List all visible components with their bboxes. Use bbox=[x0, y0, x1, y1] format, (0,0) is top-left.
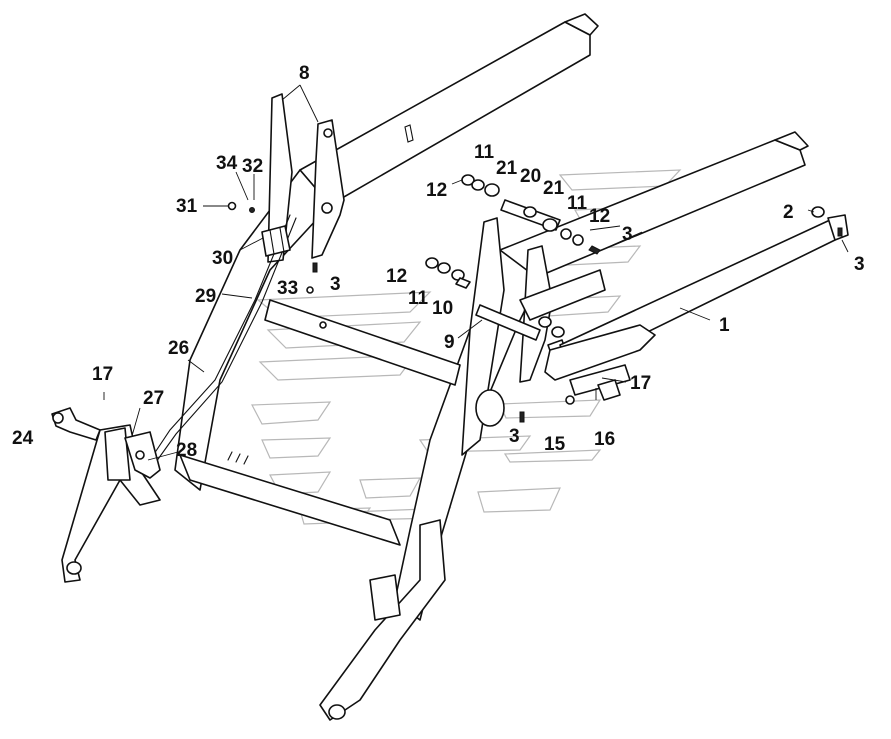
callout-10: 10 bbox=[432, 298, 453, 319]
callout-30: 30 bbox=[212, 248, 233, 269]
callout-32: 32 bbox=[242, 156, 263, 177]
small-hardware bbox=[227, 201, 843, 423]
callout-17-left: 17 bbox=[92, 364, 113, 385]
callout-11-top: 11 bbox=[474, 142, 495, 163]
callout-29: 29 bbox=[195, 286, 216, 307]
callout-11-right: 11 bbox=[567, 193, 588, 214]
hydraulic-line bbox=[149, 214, 297, 463]
callout-12-top: 12 bbox=[426, 180, 447, 201]
callout-15: 15 bbox=[544, 434, 566, 455]
callout-24: 24 bbox=[12, 428, 34, 449]
callout-27: 27 bbox=[143, 388, 164, 409]
callout-17-right: 17 bbox=[630, 373, 651, 394]
callout-labels: 8 34 32 31 30 33 3 29 26 17 27 24 28 11 … bbox=[12, 63, 865, 461]
callout-3-left: 3 bbox=[330, 274, 341, 295]
callout-3-lower: 3 bbox=[509, 426, 520, 447]
callout-20: 20 bbox=[520, 166, 541, 187]
leader-lines bbox=[103, 84, 849, 461]
right-lower-hook bbox=[319, 519, 446, 721]
upper-shaft-parts bbox=[461, 174, 601, 255]
callout-3-right: 3 bbox=[854, 254, 865, 275]
frame-cross-member bbox=[179, 286, 461, 546]
callout-2: 2 bbox=[783, 202, 794, 223]
right-mounting-plates bbox=[461, 217, 606, 456]
callout-34: 34 bbox=[216, 153, 238, 174]
callout-33: 33 bbox=[277, 278, 298, 299]
callout-12-right: 12 bbox=[589, 206, 610, 227]
callout-8: 8 bbox=[299, 63, 310, 84]
pin-assembly-left bbox=[51, 407, 101, 441]
clamp-part bbox=[261, 225, 291, 257]
right-link-assembly bbox=[544, 206, 849, 405]
callout-28: 28 bbox=[176, 440, 197, 461]
callout-31: 31 bbox=[176, 196, 198, 217]
callout-11-mid: 11 bbox=[408, 288, 429, 309]
callout-1: 1 bbox=[719, 315, 730, 336]
left-mounting-plates bbox=[267, 93, 345, 263]
left-boom-arm bbox=[174, 13, 599, 491]
lever-part bbox=[124, 431, 161, 479]
callout-21-top: 21 bbox=[496, 158, 518, 179]
callout-3-mid: 3 bbox=[622, 224, 633, 245]
callout-16: 16 bbox=[594, 429, 615, 450]
callout-26: 26 bbox=[168, 338, 189, 359]
callout-21-right: 21 bbox=[543, 178, 565, 199]
callout-9: 9 bbox=[444, 332, 455, 353]
callout-12-mid: 12 bbox=[386, 266, 407, 287]
